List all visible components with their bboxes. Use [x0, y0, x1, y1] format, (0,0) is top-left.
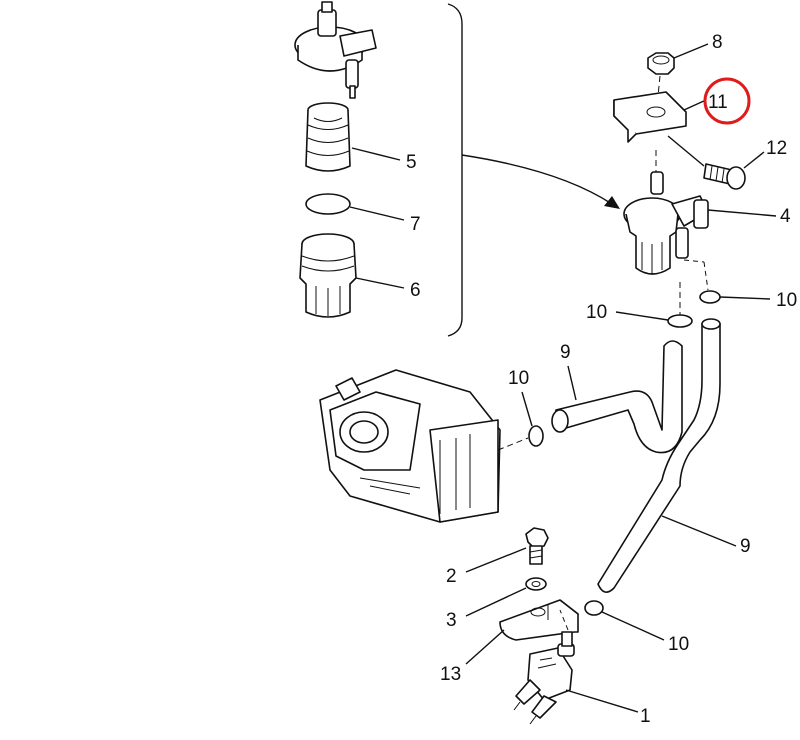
- filter-bracket: [613, 91, 687, 143]
- nut: [647, 52, 675, 75]
- label-3: 3: [446, 610, 457, 631]
- fuel-filter-head-exploded: [294, 1, 377, 99]
- hose-clamp: [667, 314, 693, 328]
- fuel-hose-lower: [597, 323, 721, 593]
- carburetor: [319, 369, 501, 523]
- label-11: 11: [708, 92, 728, 113]
- label-9-upper: 9: [560, 342, 571, 363]
- label-8: 8: [712, 32, 723, 53]
- label-10-middle: 10: [586, 302, 607, 323]
- o-ring: [305, 193, 351, 215]
- fuel-connector: [513, 631, 575, 725]
- label-7: 7: [410, 214, 421, 235]
- hose-clamp: [528, 425, 544, 447]
- highlight-circle: [703, 77, 751, 125]
- label-10-bottom: 10: [668, 634, 689, 655]
- label-1: 1: [640, 706, 651, 727]
- washer: [525, 577, 547, 591]
- exploded-view-pointer-arrow: [461, 154, 613, 205]
- label-13: 13: [440, 664, 461, 685]
- label-4: 4: [780, 206, 791, 227]
- fuel-hose-upper: [554, 340, 683, 454]
- exploded-view-bracket: [447, 3, 463, 337]
- label-12: 12: [766, 138, 787, 159]
- label-2: 2: [446, 566, 457, 587]
- label-10-left: 10: [508, 368, 529, 389]
- label-5: 5: [406, 152, 417, 173]
- mounting-plate: [499, 599, 579, 641]
- hose-clamp: [699, 290, 721, 304]
- label-10-right: 10: [776, 290, 797, 311]
- label-9-lower: 9: [740, 536, 751, 557]
- screw: [525, 527, 549, 565]
- bolt: [703, 163, 746, 190]
- hose-clamp: [584, 600, 604, 616]
- filter-element-spring: [305, 102, 351, 172]
- arrowhead: [604, 196, 620, 209]
- filter-cup: [299, 233, 357, 318]
- fuel-filter-assembly: [623, 171, 709, 275]
- label-6: 6: [410, 280, 421, 301]
